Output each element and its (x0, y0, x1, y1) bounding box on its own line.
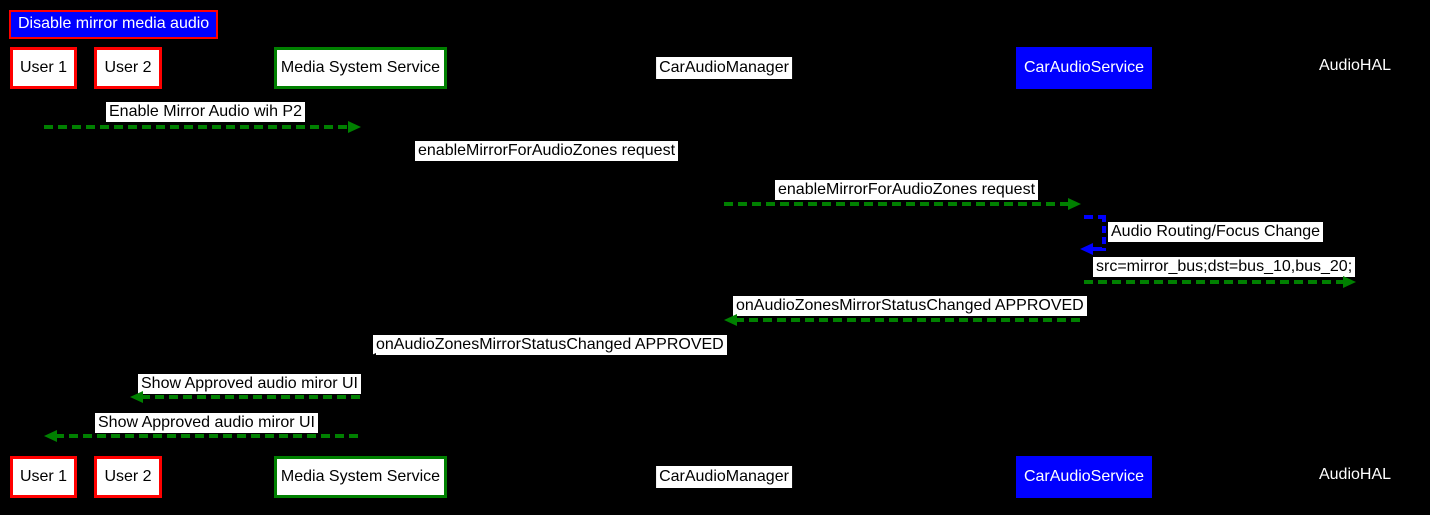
self-arrow-bottom-line (1093, 247, 1106, 251)
actor-car-audio-manager-bottom: CarAudioManager (656, 466, 792, 488)
message-label: Show Approved audio miror UI (95, 413, 318, 433)
arrowhead-right-icon (348, 121, 361, 133)
actor-car-audio-service-top: CarAudioService (1016, 47, 1152, 89)
message-arrow-line (141, 395, 363, 399)
actor-audio-hal-bottom: AudioHAL (1318, 466, 1392, 483)
actor-user-1-bottom: User 1 (10, 456, 77, 498)
message-arrow-line (735, 318, 1084, 322)
message-arrow-line (55, 434, 363, 438)
arrowhead-left-icon (363, 353, 376, 365)
actor-user-1-top: User 1 (10, 47, 77, 89)
diagram-title: Disable mirror media audio (9, 10, 219, 39)
actor-media-system-service-bottom: Media System Service (274, 456, 447, 498)
message-label: enableMirrorForAudioZones request (415, 141, 679, 161)
actor-car-audio-manager-top: CarAudioManager (656, 57, 792, 79)
arrowhead-left-icon (44, 430, 57, 442)
arrowhead-right-icon (1343, 276, 1356, 288)
message-arrow-line (724, 202, 1070, 206)
message-label: src=mirror_bus;dst=bus_10,bus_20; (1093, 257, 1356, 277)
self-arrow-right-line (1102, 215, 1106, 251)
arrowhead-right-icon (709, 160, 722, 172)
message-label: onAudioZonesMirrorStatusChanged APPROVED (733, 296, 1087, 316)
actor-user-2-bottom: User 2 (94, 456, 162, 498)
arrowhead-left-icon (130, 391, 143, 403)
actor-car-audio-service-bottom: CarAudioService (1016, 456, 1152, 498)
message-label: Enable Mirror Audio wih P2 (106, 102, 305, 122)
actor-audio-hal-top: AudioHAL (1318, 57, 1392, 74)
message-arrow-line (44, 125, 350, 129)
message-label: Audio Routing/Focus Change (1108, 222, 1324, 242)
arrowhead-left-icon (724, 314, 737, 326)
message-arrow-line (374, 357, 722, 361)
message-label: enableMirrorForAudioZones request (775, 180, 1039, 200)
actor-user-2-top: User 2 (94, 47, 162, 89)
message-label: onAudioZonesMirrorStatusChanged APPROVED (373, 335, 727, 355)
arrowhead-left-icon (1080, 243, 1093, 255)
message-arrow-line (1084, 280, 1345, 284)
message-arrow-line (363, 164, 711, 168)
self-arrow-top-line (1084, 215, 1106, 219)
message-label: Show Approved audio miror UI (138, 374, 361, 394)
actor-media-system-service-top: Media System Service (274, 47, 447, 89)
arrowhead-right-icon (1068, 198, 1081, 210)
